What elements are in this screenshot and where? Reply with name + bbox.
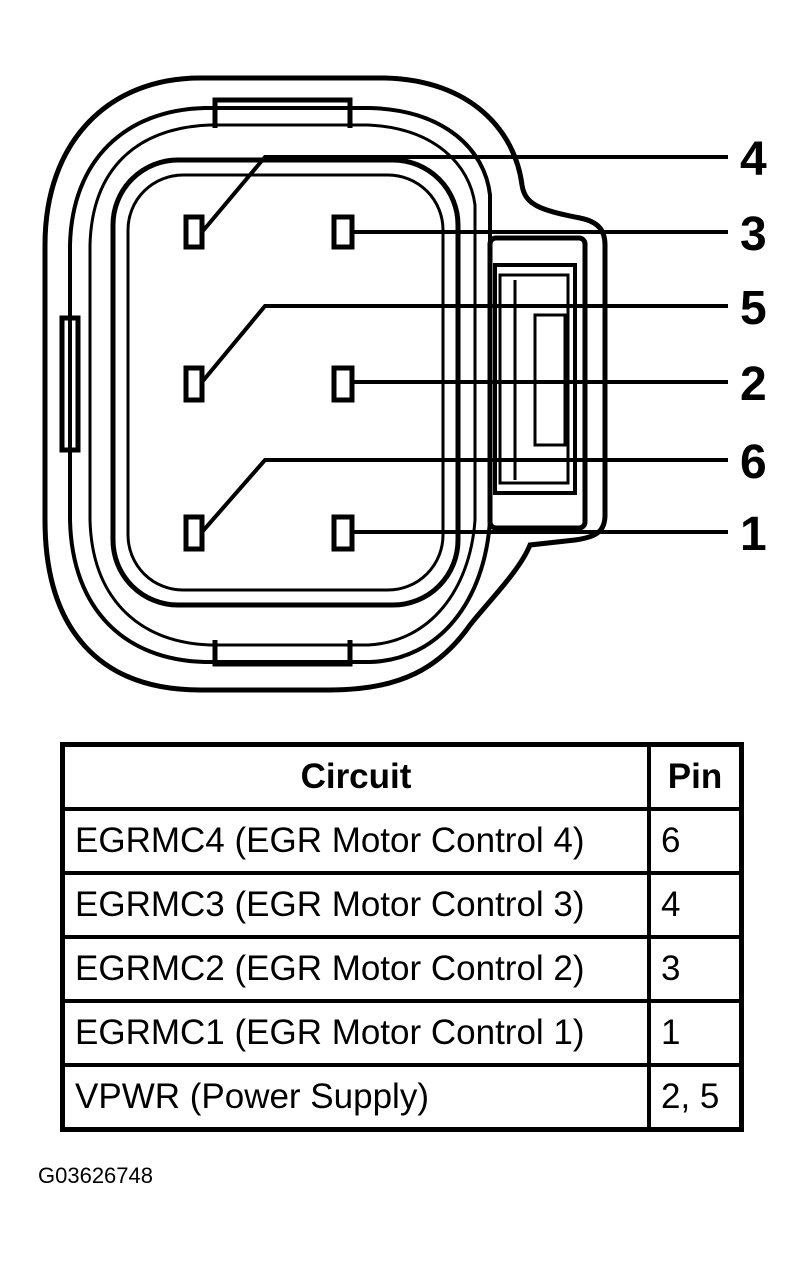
leader-line-5 [200,304,728,384]
pin-cell: 3 [647,935,744,1003]
table-row: EGRMC2 (EGR Motor Control 2) 3 [60,935,744,1003]
circuit-header: Circuit [60,742,651,811]
pin-2 [331,365,355,403]
pin-4 [183,214,205,250]
left-tab [59,315,81,453]
pin-6 [183,514,205,552]
table-row: EGRMC4 (EGR Motor Control 4) 6 [60,807,744,875]
pin-label-6: 6 [740,436,767,489]
pin-label-1: 1 [740,508,767,561]
circuit-cell: EGRMC4 (EGR Motor Control 4) [60,807,651,875]
circuit-cell: EGRMC1 (EGR Motor Control 1) [60,999,651,1067]
pin-3 [331,214,355,250]
pin-cell: 6 [647,807,744,875]
table-row: EGRMC3 (EGR Motor Control 3) 4 [60,871,744,939]
table-row: EGRMC1 (EGR Motor Control 1) 1 [60,999,744,1067]
top-key [212,97,353,128]
pin-label-3: 3 [740,208,767,261]
pin-1 [331,514,355,552]
figure-id: G03626748 [38,1163,153,1188]
pin-label-4: 4 [740,133,767,186]
pin-cell: 2, 5 [647,1063,744,1132]
circuit-cell: VPWR (Power Supply) [60,1063,651,1132]
circuit-cell: EGRMC3 (EGR Motor Control 3) [60,871,651,939]
pinout-table: Circuit Pin EGRMC4 (EGR Motor Control 4)… [60,742,744,1132]
pin-header: Pin [647,742,744,811]
pin-label-2: 2 [740,358,767,411]
table-row: VPWR (Power Supply) 2, 5 [60,1063,744,1132]
pin-cell: 1 [647,999,744,1067]
leader-line-6 [200,458,728,534]
pin-label-5: 5 [740,282,767,335]
connector-diagram: 4 3 5 2 6 1 [42,75,767,693]
connector-housing [42,75,608,693]
circuit-cell: EGRMC2 (EGR Motor Control 2) [60,935,651,1003]
pin-5 [183,365,205,403]
leader-line-4 [200,155,728,234]
bottom-key [212,640,353,667]
table-header-row: Circuit Pin [60,742,744,811]
pin-cell: 4 [647,871,744,939]
